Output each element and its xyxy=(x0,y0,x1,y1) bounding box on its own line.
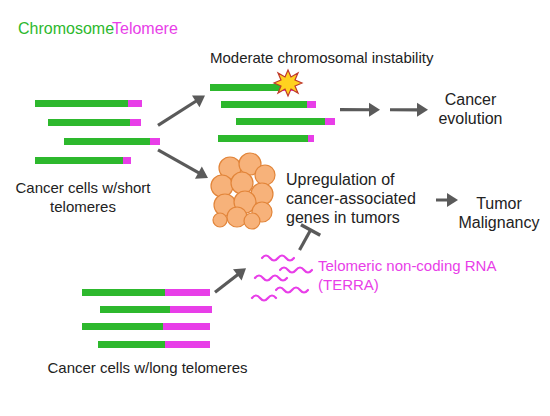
cell-group: Cancer cells w/short telomeres xyxy=(28,93,158,165)
arrow-connector xyxy=(158,95,205,125)
cell-caption: Cancer cells w/short telomeres xyxy=(8,178,158,216)
outcome-text: Cancer evolution xyxy=(428,90,513,128)
arrow-connector xyxy=(158,150,208,179)
arrow-connector xyxy=(340,103,428,117)
long-telomere-chromosomes xyxy=(82,289,212,348)
short-telomere-chromosomes xyxy=(35,100,160,164)
cell-caption: Cancer cells w/long telomeres xyxy=(40,358,255,377)
arrow-connector xyxy=(215,268,246,292)
chromosome-group: Moderate chromosomal instability xyxy=(205,75,340,143)
outcome-text: Tumor Malignancy xyxy=(458,194,540,232)
rna-node: Telomeric non-coding RNA (TERRA) xyxy=(246,250,501,305)
legend-word: Telomere xyxy=(112,19,178,38)
process-text: Upregulation of cancer-associated genes … xyxy=(286,170,436,227)
rna-text: Telomeric non-coding RNA (TERRA) xyxy=(318,256,498,294)
terra-rna-strands xyxy=(252,256,312,301)
outcome-node: Cancer evolution xyxy=(428,88,513,130)
tumor-blob xyxy=(211,153,275,229)
cell-group: Cancer cells w/long telomeres xyxy=(80,286,215,348)
break-star xyxy=(274,70,302,96)
unstable-chromosomes xyxy=(210,70,335,142)
outcome-node: Tumor Malignancy xyxy=(458,192,540,234)
state-heading: Moderate chromosomal instability xyxy=(210,48,450,67)
legend-word: Chromosome xyxy=(18,19,114,38)
inhibition-connector xyxy=(300,225,321,250)
arrow-connector xyxy=(436,193,458,207)
tumor-node: Upregulation of cancer-associated genes … xyxy=(208,150,436,230)
